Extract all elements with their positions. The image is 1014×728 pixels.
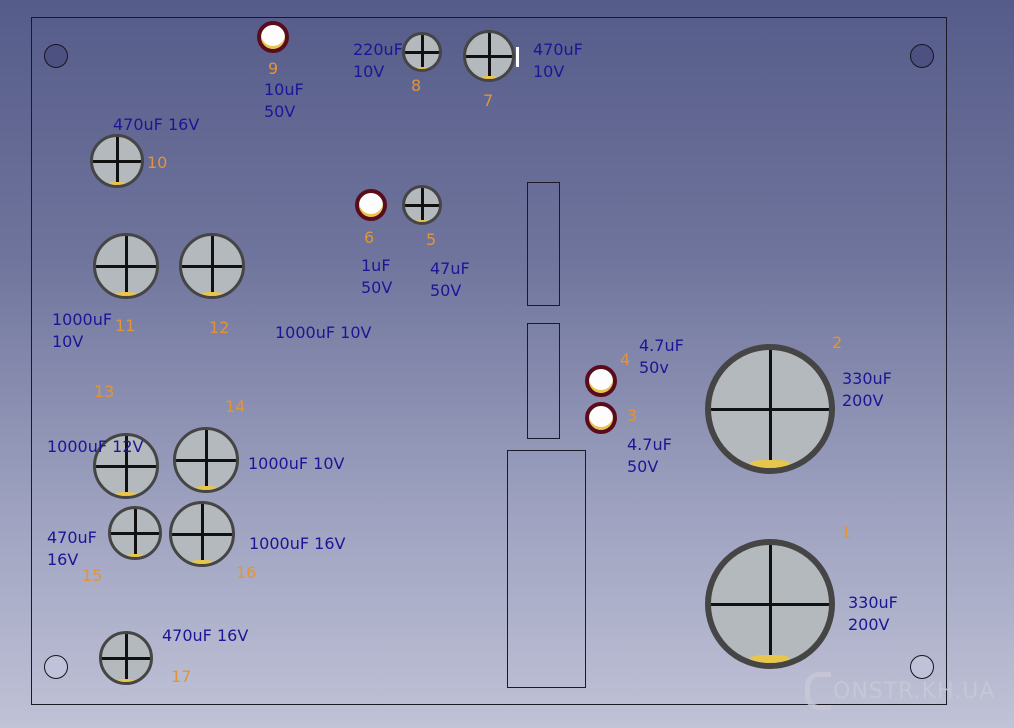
polarity-mark-icon [416, 219, 428, 222]
capacitor-number-10: 10 [147, 153, 168, 172]
capacitor-value-label-6: 1uF 50V [361, 256, 393, 297]
capacitor-number-17: 17 [171, 667, 192, 686]
mounting-hole-top-left [44, 44, 68, 68]
capacitor-number-6: 6 [364, 228, 375, 247]
capacitor-8[interactable] [402, 32, 442, 72]
capacitor-value-label-8: 220uF 10V [353, 40, 403, 81]
capacitor-value-label-5: 47uF 50V [430, 259, 470, 300]
watermark-text: ONSTR.KH.UA [833, 678, 996, 704]
polarity-mark-icon [115, 491, 137, 496]
capacitor-number-7: 7 [483, 91, 494, 110]
pcb-board [31, 17, 947, 705]
capacitor-number-14: 14 [225, 397, 246, 416]
capacitor-number-11: 11 [115, 316, 136, 335]
capacitor-17[interactable] [99, 631, 153, 685]
capacitor-14[interactable] [173, 427, 239, 493]
mounting-hole-top-right [910, 44, 934, 68]
capacitor-number-8: 8 [411, 76, 422, 95]
watermark: ONSTR.KH.UA [805, 672, 995, 710]
polarity-mark-icon [416, 66, 428, 69]
capacitor-number-2: 2 [832, 333, 843, 352]
capacitor-cross-horizontal [405, 50, 439, 54]
polarity-mark-icon [115, 291, 137, 296]
capacitor-value-label-3: 4.7uF 50V [627, 435, 672, 476]
capacitor-5[interactable] [402, 185, 442, 225]
watermark-logo-icon [805, 672, 831, 710]
polarity-mark-icon [195, 485, 217, 490]
capacitor-7[interactable] [463, 30, 515, 82]
capacitor-value-label-10: 470uF 16V [113, 115, 200, 134]
capacitor-1[interactable] [705, 539, 835, 669]
footprint-rect-upper [527, 182, 560, 306]
capacitor-value-label-11: 1000uF 10V [52, 310, 113, 351]
mounting-hole-bottom-left [44, 655, 68, 679]
capacitor-cross-horizontal [96, 464, 156, 468]
capacitor-value-label-15: 470uF 16V [47, 528, 97, 569]
capacitor-12[interactable] [179, 233, 245, 299]
capacitor-value-label-2: 330uF 200V [842, 369, 892, 410]
capacitor-cross-horizontal [405, 203, 439, 207]
capacitor-number-4: 4 [620, 350, 631, 369]
polarity-mark-icon [201, 291, 223, 296]
capacitor-number-12: 12 [209, 318, 230, 337]
capacitor-cross-horizontal [176, 458, 236, 462]
capacitor-number-16: 16 [236, 563, 257, 582]
polarity-mark-icon [481, 75, 497, 79]
polarity-mark-icon [117, 678, 135, 682]
capacitor-16[interactable] [169, 501, 235, 567]
polarity-mark-icon [749, 654, 791, 663]
capacitor-4[interactable] [585, 365, 617, 397]
capacitor-value-label-1: 330uF 200V [848, 593, 898, 634]
capacitor-value-label-17: 470uF 16V [162, 626, 249, 645]
capacitor-value-label-7: 470uF 10V [533, 40, 583, 81]
capacitor-cross-horizontal [182, 264, 242, 268]
capacitor-cross-horizontal [102, 656, 150, 660]
capacitor-cross-horizontal [111, 531, 159, 535]
capacitor-cross-horizontal [96, 264, 156, 268]
capacitor-cross-horizontal [172, 532, 232, 536]
capacitor-value-label-16: 1000uF 16V [249, 534, 346, 553]
capacitor-2[interactable] [705, 344, 835, 474]
capacitor-15[interactable] [108, 506, 162, 560]
capacitor-cross-horizontal [711, 602, 829, 606]
capacitor-value-label-9: 10uF 50V [264, 80, 304, 121]
footprint-rect-large [507, 450, 586, 688]
capacitor-cross-horizontal [93, 159, 141, 163]
capacitor-cross-horizontal [466, 54, 512, 58]
mounting-hole-bottom-right [910, 655, 934, 679]
polarity-mark-icon [108, 181, 126, 185]
capacitor-value-label-12: 1000uF 10V [275, 323, 372, 342]
capacitor-10[interactable] [90, 134, 144, 188]
capacitor-number-1: 1 [841, 523, 852, 542]
footprint-rect-middle [527, 323, 560, 439]
capacitor-value-label-4: 4.7uF 50v [639, 336, 684, 377]
text-cursor [516, 47, 519, 67]
capacitor-number-9: 9 [268, 59, 279, 78]
capacitor-13[interactable] [93, 433, 159, 499]
capacitor-value-label-13: 1000uF 12V [47, 437, 144, 456]
capacitor-number-3: 3 [627, 406, 638, 425]
polarity-mark-icon [191, 559, 213, 564]
capacitor-9[interactable] [257, 21, 289, 53]
capacitor-11[interactable] [93, 233, 159, 299]
capacitor-cross-horizontal [711, 407, 829, 411]
capacitor-number-13: 13 [94, 382, 115, 401]
polarity-mark-icon [749, 459, 791, 468]
capacitor-6[interactable] [355, 189, 387, 221]
capacitor-number-15: 15 [82, 566, 103, 585]
polarity-mark-icon [126, 553, 144, 557]
capacitor-number-5: 5 [426, 230, 437, 249]
capacitor-value-label-14: 1000uF 10V [248, 454, 345, 473]
capacitor-3[interactable] [585, 402, 617, 434]
